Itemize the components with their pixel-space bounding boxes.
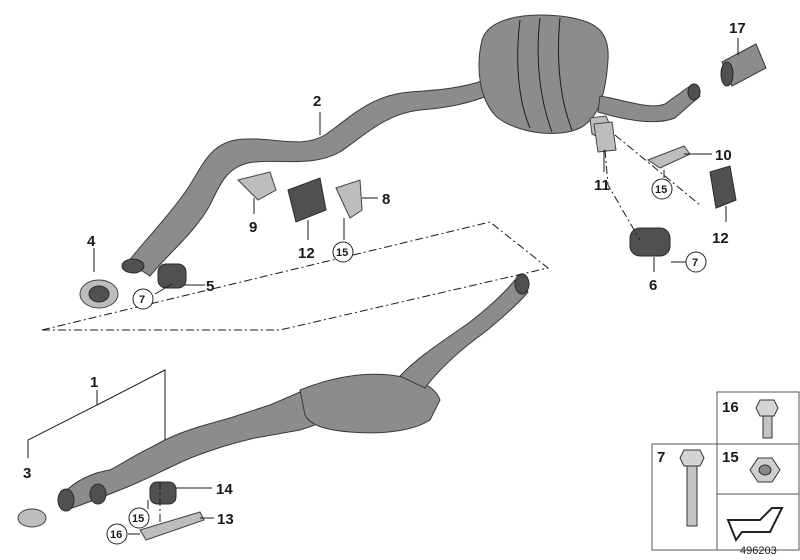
circle-15-low <box>128 507 150 529</box>
center-pipe-end <box>514 273 530 295</box>
bracket-9 <box>237 171 277 201</box>
legend-label-7: 7 <box>657 449 665 466</box>
bolt-short-icon <box>755 399 779 439</box>
circle-7-right <box>685 251 707 273</box>
circle-7-left <box>132 288 154 310</box>
legend-label-15: 15 <box>722 449 739 466</box>
silencer-box <box>478 14 609 134</box>
circled-ref-15-mid: 15 <box>336 247 348 259</box>
circled-ref-15-low: 15 <box>132 513 144 525</box>
callout-13: 13 <box>217 511 234 528</box>
assembly-boundary <box>614 134 701 206</box>
callout-5: 5 <box>206 278 214 295</box>
callout-labels: 1 2 3 4 5 6 8 9 10 11 12 12 13 14 17 <box>23 20 746 528</box>
circled-ref-7-left: 7 <box>139 294 145 306</box>
callout-4: 4 <box>87 233 96 250</box>
assembly-boundary <box>604 149 641 241</box>
circled-ref-16-low: 16 <box>110 529 122 541</box>
tail-pipe-trim-17-end <box>720 61 734 87</box>
front-pipe-end <box>89 483 107 505</box>
silencer-rib <box>517 19 531 129</box>
callout-6: 6 <box>649 277 657 294</box>
leader-lines <box>27 38 739 535</box>
mount-11 <box>593 121 617 153</box>
callout-9: 9 <box>249 219 257 236</box>
center-pipe <box>399 279 529 389</box>
front-pipe-end <box>57 488 75 512</box>
catalytic-converter-assembly <box>57 273 530 512</box>
legend-label-16: 16 <box>722 399 739 416</box>
rubber-mount-14 <box>149 481 177 505</box>
callout-2: 2 <box>313 93 321 110</box>
clamp-3 <box>17 508 47 528</box>
callout-14: 14 <box>216 481 233 498</box>
callout-10: 10 <box>715 147 732 164</box>
tail-pipe <box>597 85 701 123</box>
rubber-mount-5 <box>157 263 187 289</box>
bolt-long-icon <box>679 449 705 527</box>
tail-pipe-end <box>687 83 701 101</box>
circled-ref-7-right: 7 <box>692 257 698 269</box>
callout-11: 11 <box>594 177 610 194</box>
document-number: 496203 <box>740 545 777 557</box>
circle-15-right <box>651 178 673 200</box>
fastener-legend: 16 7 15 <box>651 391 800 551</box>
circle-16-low <box>106 523 128 545</box>
rubber-mount-12-left <box>287 177 327 223</box>
silencer-rib <box>558 17 573 131</box>
bracket-13 <box>139 511 205 541</box>
hex-nut-icon <box>749 457 781 483</box>
callout-8: 8 <box>382 191 390 208</box>
bracket-8 <box>335 179 363 219</box>
bracket-10 <box>646 145 691 169</box>
callout-3: 3 <box>23 465 31 482</box>
rubber-mount-6 <box>629 227 671 257</box>
callout-12-right: 12 <box>712 230 729 247</box>
callout-1: 1 <box>90 374 98 391</box>
legend-cell-16 <box>716 391 800 445</box>
circled-refs: 7 7 15 15 15 16 <box>106 178 707 545</box>
pipe-end <box>121 258 145 274</box>
assembly-boundary <box>41 221 550 331</box>
callout-12-left: 12 <box>298 245 315 262</box>
rubber-mount-12-right <box>709 165 737 209</box>
rear-silencer-assembly <box>121 14 701 277</box>
circle-15-mid <box>332 241 354 263</box>
silencer-rib <box>537 17 553 133</box>
converter-body <box>299 373 441 434</box>
pipe-clamp-4-bore <box>88 285 110 303</box>
circled-ref-15-right: 15 <box>655 184 667 196</box>
callout-17: 17 <box>729 20 746 37</box>
arrow-symbol-icon <box>726 507 784 543</box>
